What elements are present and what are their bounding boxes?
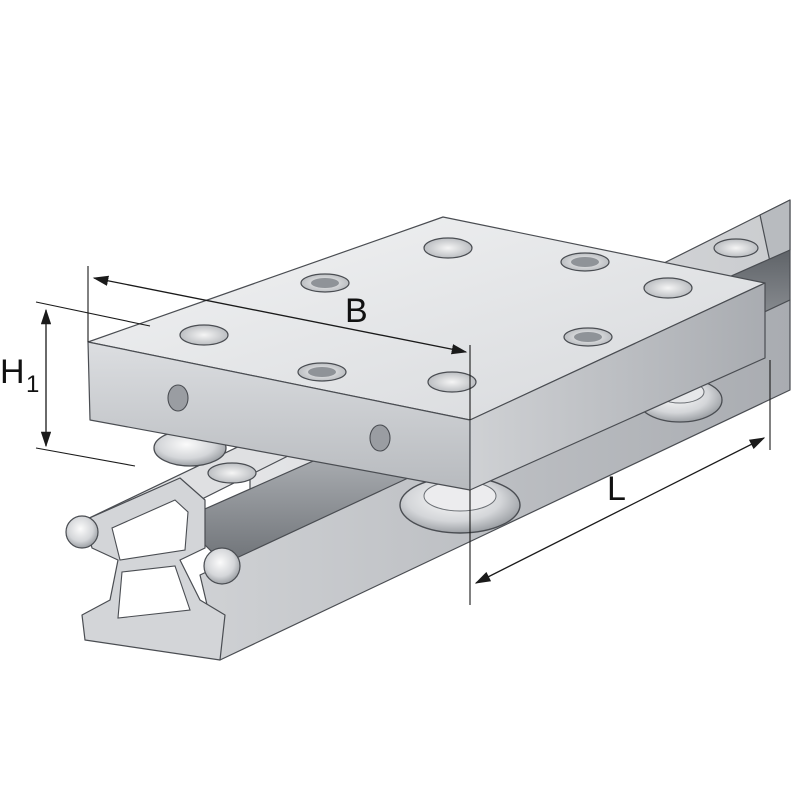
rail-profile-chamber-upper <box>111 499 189 561</box>
dimension-label-b: B <box>345 292 368 330</box>
raceway-rod-right <box>203 547 241 585</box>
side-tapped-hole <box>369 424 391 452</box>
dimension-label-l: L <box>607 470 626 508</box>
dimension-h1: H 1 <box>0 301 151 467</box>
dimension-b: B <box>87 266 471 420</box>
counterbore-hole <box>179 324 229 346</box>
rail-mounting-hole <box>207 462 257 484</box>
side-tapped-hole <box>167 384 189 412</box>
dimension-label-h-subscript: 1 <box>26 371 39 398</box>
threaded-hole <box>308 367 336 377</box>
threaded-hole <box>311 278 339 288</box>
counterbore-hole <box>423 237 473 259</box>
rail-profile-chamber-lower <box>117 565 191 619</box>
threaded-hole <box>574 332 602 342</box>
rail-mounting-hole <box>713 238 759 258</box>
counterbore-hole <box>427 371 477 393</box>
dimension-l: L <box>469 360 771 605</box>
threaded-hole <box>571 257 599 267</box>
dimension-label-h: H <box>0 353 25 391</box>
counterbore-hole <box>643 277 693 299</box>
raceway-rod-left <box>65 515 99 549</box>
